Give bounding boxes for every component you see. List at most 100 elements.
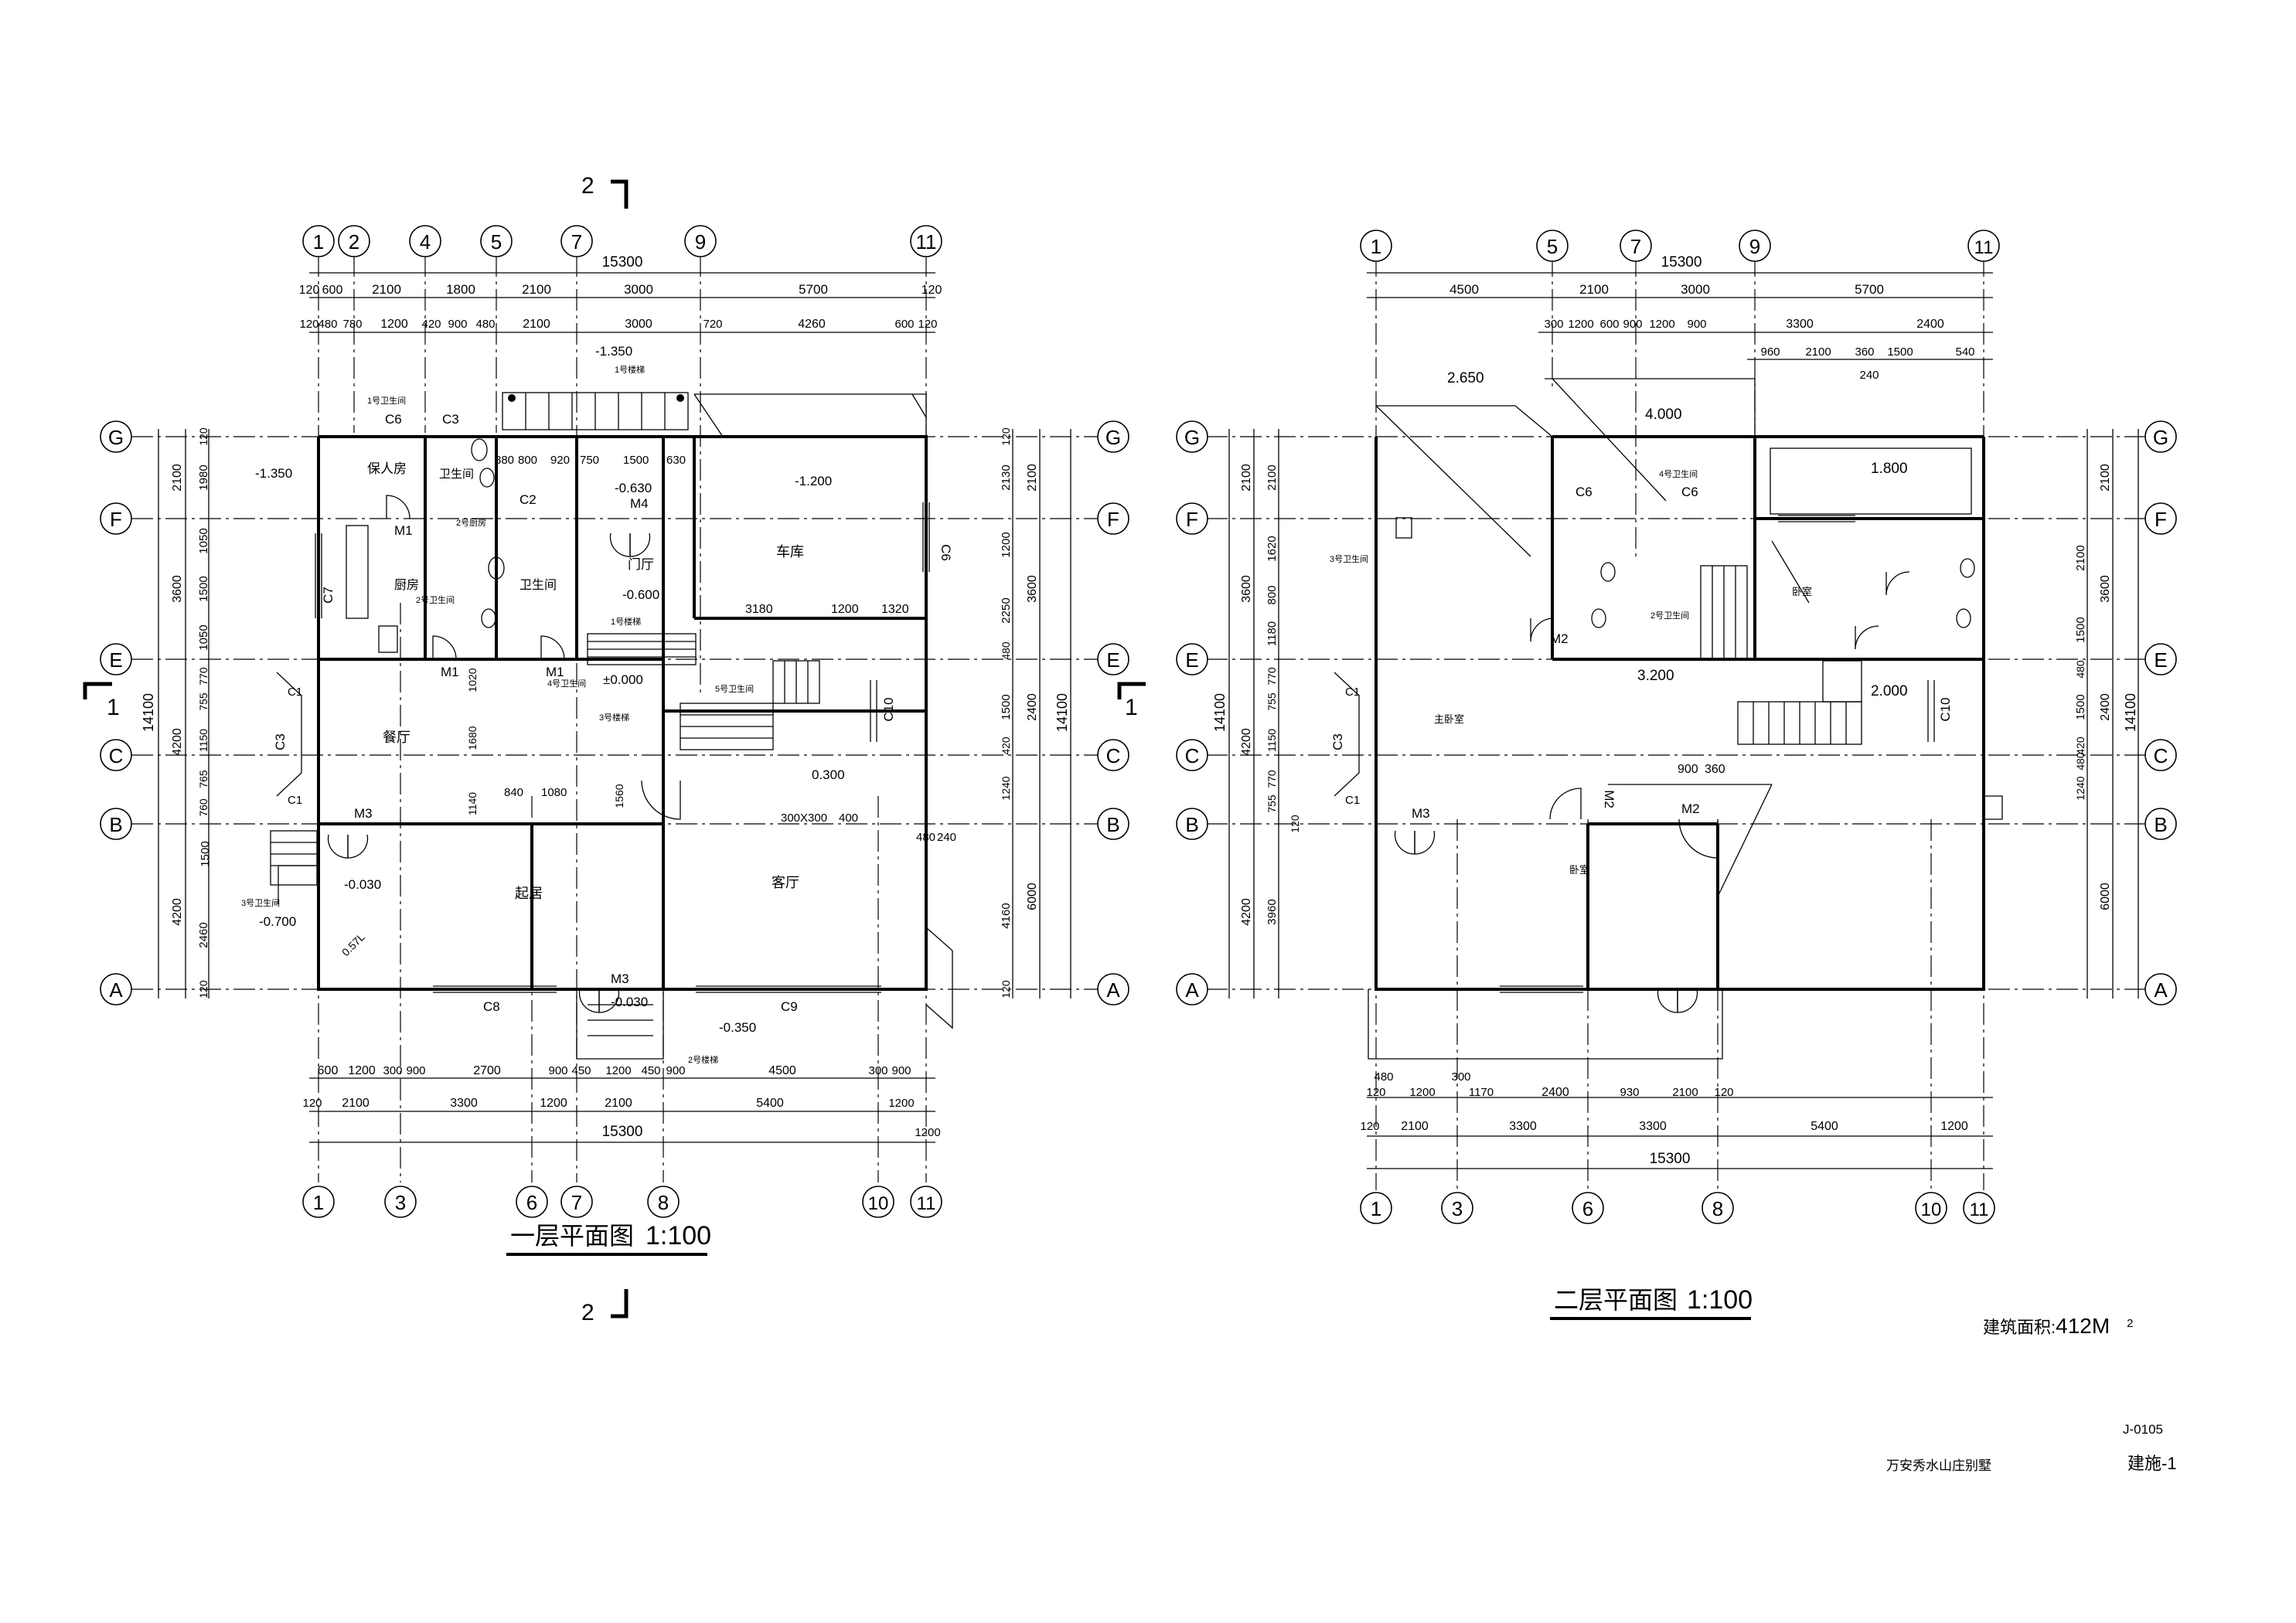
dim: 120 <box>1000 427 1012 446</box>
dim: 2100 <box>1240 464 1253 492</box>
tag: 300X300 <box>781 812 827 825</box>
dim: 1200 <box>348 1064 376 1077</box>
tag: C10 <box>1938 697 1953 721</box>
plan2-top-dimension-texts: 15300 4500 2100 3000 5700 300 1200 600 9… <box>1449 254 1974 382</box>
dim: 3180 <box>745 603 773 616</box>
dim: 900 <box>448 318 467 331</box>
dim: 480 <box>1000 641 1012 660</box>
dim: 420 <box>1000 737 1012 755</box>
dim: 120 <box>197 427 210 446</box>
axis-label: F <box>2155 508 2167 531</box>
dim: 1170 <box>1469 1086 1494 1099</box>
dim: 3300 <box>1639 1120 1667 1133</box>
dim: 1080 <box>541 786 567 799</box>
dim: 900 <box>666 1064 685 1077</box>
dim: 480 <box>475 318 495 331</box>
dim: 4500 <box>768 1064 796 1077</box>
dim: 4160 <box>1000 903 1013 928</box>
dim: 540 <box>1955 345 1974 359</box>
dim: 2100 <box>1579 282 1609 297</box>
tag: C8 <box>483 999 500 1014</box>
dim: 4200 <box>1240 728 1253 756</box>
dim: 1150 <box>197 729 210 752</box>
axis-label: E <box>1106 648 1119 672</box>
dim: 3600 <box>1240 575 1253 603</box>
elevation-mark: -0.030 <box>611 995 648 1009</box>
dim: 300 <box>383 1064 402 1077</box>
plan2-windows <box>1500 515 1935 993</box>
plan2-tags: C6 C6 M2 C10 C3 C1 M3 M2 M2 C1 <box>1330 485 1953 821</box>
axis-label: B <box>109 813 122 836</box>
plan-scale: 1:100 <box>646 1221 711 1250</box>
dim: 600 <box>1599 318 1619 331</box>
axis-label: G <box>1184 426 1200 449</box>
dim: 3300 <box>1786 318 1814 331</box>
tag: M2 <box>1602 790 1616 808</box>
axis-label: E <box>109 648 122 672</box>
plan2-left-dimension-texts: 14100 2100 3600 4200 4200 2100 1620 800 … <box>1212 464 1301 926</box>
dim: 760 <box>197 798 210 817</box>
elevation-mark: ±0.000 <box>603 672 643 687</box>
axis-label: G <box>1105 426 1121 449</box>
tag: C9 <box>781 999 798 1014</box>
tag: C6 <box>1576 485 1593 499</box>
dim: 2100 <box>1401 1120 1429 1133</box>
axis-label: 3 <box>1452 1197 1463 1220</box>
plan-scale: 1:100 <box>1687 1285 1753 1315</box>
dim: 1500 <box>1887 345 1913 359</box>
dim: 2100 <box>1672 1086 1698 1099</box>
dim: 600 <box>894 318 914 331</box>
dim: 2130 <box>1000 464 1013 490</box>
dim: 2100 <box>1805 345 1831 359</box>
section-label: 2 <box>581 173 594 199</box>
dim: 720 <box>703 318 722 331</box>
dim: 1200 <box>888 1097 914 1110</box>
dim: 880 <box>495 454 514 467</box>
dim: 900 <box>406 1064 425 1077</box>
plan2-bottom-dimension-texts: 480 120 1200 300 1170 2400 930 2100 120 … <box>1360 1070 1967 1167</box>
dim: 1200 <box>380 318 408 331</box>
dim: 3600 <box>171 575 184 603</box>
axis-label: 5 <box>1547 235 1558 258</box>
dim: 120 <box>921 284 942 297</box>
dim: 755 <box>197 692 210 711</box>
plan1-elevations: -1.350 -1.350 -0.630 -1.200 -0.600 ±0.00… <box>255 344 845 1035</box>
axis-label: 11 <box>916 230 937 253</box>
note: 1号楼梯 <box>615 364 645 375</box>
project-name: 万安秀水山庄别墅 <box>1886 1458 1991 1473</box>
axis-label: B <box>1106 813 1119 836</box>
dim: 1200 <box>1000 532 1013 557</box>
dim: 300 <box>1544 318 1563 331</box>
note: 1号卫生间 <box>367 395 406 406</box>
dim: 2460 <box>197 922 210 948</box>
dim: 3600 <box>2099 575 2112 603</box>
dim: 480 <box>1374 1070 1393 1084</box>
dim: 5700 <box>799 282 828 297</box>
elevation-mark: 3.200 <box>1637 668 1674 684</box>
room-label: 卫生间 <box>439 468 474 481</box>
dim: 5700 <box>1855 282 1884 297</box>
plan2-top-axis-bubbles: 1 5 7 9 11 <box>1360 230 2000 262</box>
tag: C10 <box>881 697 896 721</box>
plan1-title-block: 一层平面图 1:100 <box>506 1221 711 1256</box>
dim: 3000 <box>624 282 653 297</box>
dim: 300 <box>868 1064 887 1077</box>
sheet-number: 建施-1 <box>2127 1454 2177 1473</box>
dim: 1800 <box>446 282 475 297</box>
dim: 770 <box>1266 667 1278 686</box>
plan-1: 1 2 4 5 7 9 11 1 3 6 7 8 10 11 <box>83 173 1146 1325</box>
dim: 450 <box>641 1064 660 1077</box>
room-label: 卫生间 <box>519 578 557 592</box>
axis-label: C <box>1106 744 1121 767</box>
axis-label: G <box>2153 426 2168 449</box>
dim: 120 <box>1000 980 1012 999</box>
dim: 800 <box>1266 585 1279 604</box>
elevation-mark: 2.000 <box>1871 683 1908 699</box>
dim: 1050 <box>197 624 210 650</box>
dim: 1150 <box>1266 729 1278 752</box>
dim: 765 <box>197 770 210 788</box>
dim: 2100 <box>171 464 184 492</box>
axis-label: 6 <box>526 1191 537 1214</box>
dim: 3960 <box>1266 899 1279 924</box>
dim: 900 <box>548 1064 567 1077</box>
